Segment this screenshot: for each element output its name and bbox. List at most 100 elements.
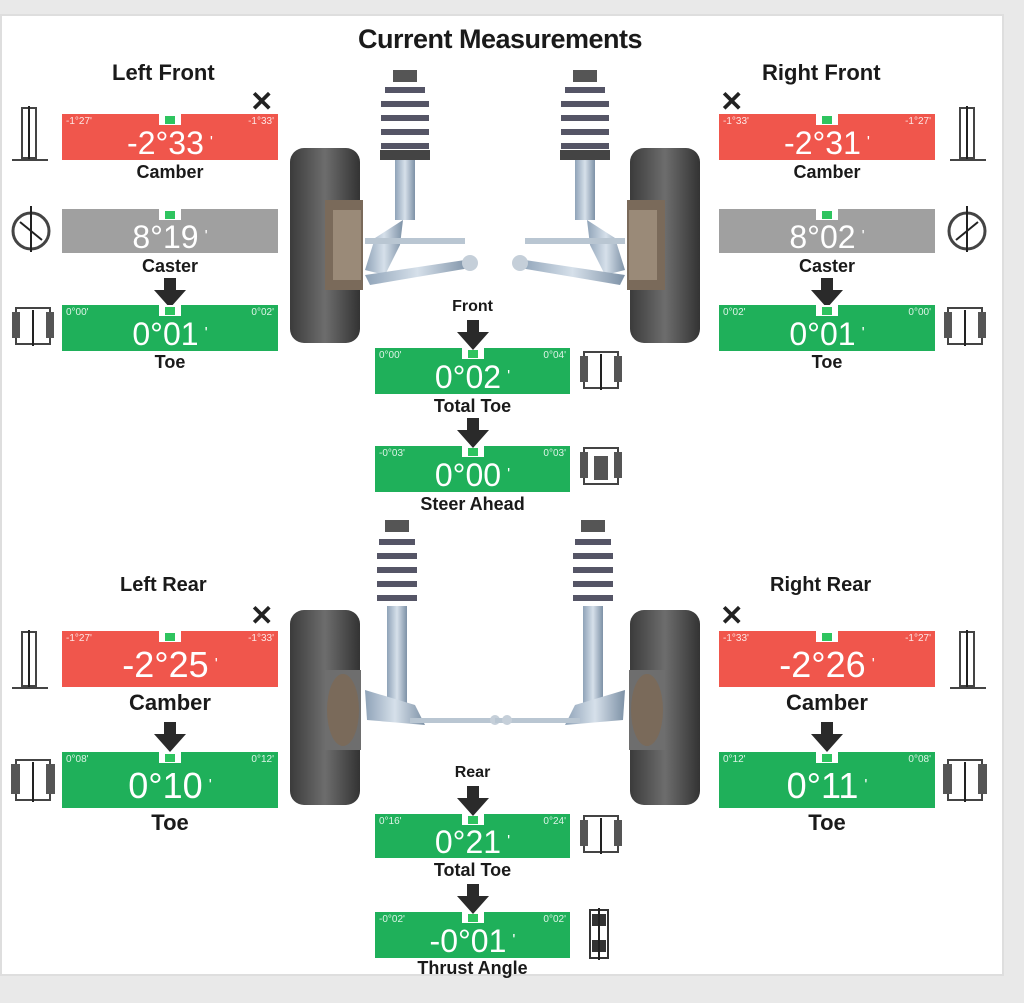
steer-ahead-icon — [580, 447, 622, 485]
lf-caster-range-notch — [159, 209, 181, 220]
lr-toe-meter: 0°08' 0°12' 0°10 ' — [62, 752, 278, 808]
rr-out-of-spec-x-icon: ✕ — [720, 600, 744, 631]
rf-toe-value: 0°01' — [719, 315, 935, 353]
rf-caster-label: Caster — [798, 256, 856, 276]
lf-caster-value: 8°19' — [62, 218, 278, 256]
lr-camber-indicator — [165, 633, 175, 641]
lr-camber-tol-right: -1°33' — [248, 633, 274, 644]
rr-toe-value: 0°11 ' — [719, 767, 935, 805]
rear-total-toe-value-text: 0°21 — [434, 824, 502, 860]
rr-toe-label: Toe — [808, 810, 846, 835]
rr-toe-unit: ' — [864, 777, 868, 794]
thrust-angle-tol-right: 0°02' — [543, 914, 566, 925]
lr-toe-icon — [11, 759, 55, 802]
lf-caster-down-arrow-icon — [154, 278, 186, 308]
rr-toe-tol-left: 0°12' — [723, 754, 746, 765]
lf-caster-indicator — [165, 211, 175, 219]
rf-caster-meter: 8°02 ' — [719, 209, 935, 256]
rf-camber-label: Camber — [793, 162, 861, 182]
lr-toe-tol-left: 0°08' — [66, 754, 89, 765]
rr-toe-tol-right: 0°08' — [908, 754, 931, 765]
rr-toe-value-text: 0°11 — [786, 765, 859, 806]
thrust-angle-range-notch — [461, 912, 484, 923]
rf-camber-meter: -1°33'-1°27'-2°31' — [719, 114, 935, 161]
thrust-angle-tol-left: -0°02' — [379, 914, 405, 925]
rr-toe-meter: 0°12' 0°08' 0°11 ' — [719, 752, 935, 808]
rr-toe-indicator — [822, 754, 832, 762]
lr-toe-unit: ' — [208, 777, 212, 794]
lf-toe-tol-left: 0°00' — [66, 307, 89, 318]
front-total-toe-range-notch — [461, 348, 484, 359]
rf-camber-tol-left: -1°33' — [723, 116, 749, 127]
steer-ahead-meter: -0°03'0°03'0°00' — [375, 446, 570, 493]
rr-camber-unit: ' — [871, 656, 875, 673]
steer-ahead-value-text: 0°00 — [434, 457, 502, 493]
lr-camber-icon — [12, 630, 48, 689]
lf-out-of-spec-x-icon: ✕ — [250, 86, 274, 117]
lf-toe-unit: ' — [204, 325, 208, 342]
lf-toe-tol-right: 0°02' — [251, 307, 274, 318]
rf-caster-unit: ' — [861, 228, 865, 245]
rf-toe-icon — [944, 307, 986, 346]
rf-toe-meter: 0°02'0°00'0°01' — [719, 305, 935, 353]
lf-toe-indicator — [165, 307, 175, 315]
front-total-toe-label: Total Toe — [433, 396, 512, 416]
lr-toe-tol-right: 0°12' — [251, 754, 274, 765]
rr-camber-value-text: -2°26 — [779, 644, 866, 685]
front-total-toe-value: 0°02' — [375, 358, 570, 396]
lr-toe-label: Toe — [151, 810, 189, 835]
rf-toe-range-notch — [816, 305, 838, 316]
rr-camber-tol-left: -1°33' — [723, 633, 749, 644]
rf-toe-unit: ' — [861, 325, 865, 342]
rf-caster-value-text: 8°02 — [789, 219, 856, 255]
thrust-angle-unit: ' — [512, 932, 516, 949]
left-front-label: Left Front — [112, 60, 215, 85]
rf-toe-label: Toe — [811, 352, 843, 372]
lr-out-of-spec-x-icon: ✕ — [250, 600, 274, 631]
rf-camber-range-notch — [816, 114, 838, 125]
rear-total-toe-header: Rear — [454, 764, 491, 781]
rf-caster-value: 8°02 ' — [719, 218, 935, 256]
front-total-toe-indicator — [467, 350, 478, 358]
lf-caster-label: Caster — [141, 256, 199, 276]
rear-total-toe-down-arrow-icon — [456, 786, 489, 816]
lf-camber-indicator — [165, 116, 175, 124]
lf-camber-tol-left: -1°27' — [66, 116, 92, 127]
thrust-angle-icon — [589, 908, 609, 960]
lr-toe-value: 0°10 ' — [62, 767, 278, 805]
steer-ahead-range-notch — [461, 446, 484, 457]
rf-caster-icon — [947, 206, 987, 252]
lr-camber-meter: -1°27'-1°33'-2°25' — [62, 631, 278, 687]
lf-toe-meter: 0°00'0°02'0°01' — [62, 305, 278, 352]
rf-camber-icon — [950, 106, 986, 161]
lr-camber-unit: ' — [214, 656, 218, 673]
lf-toe-range-notch — [159, 305, 181, 316]
lf-camber-tol-right: -1°33' — [248, 116, 274, 127]
right-rear-label: Right Rear — [770, 574, 872, 596]
lf-caster-icon — [11, 206, 51, 252]
rf-camber-value-text: -2°31 — [784, 125, 861, 161]
front-total-toe-tol-left: 0°00' — [379, 350, 402, 361]
rear-total-toe-indicator — [467, 816, 478, 824]
rr-camber-value: -2°26 ' — [719, 646, 935, 684]
rear-total-toe-unit: ' — [507, 833, 511, 850]
front-total-toe-down-arrow-icon — [456, 320, 489, 350]
lr-toe-indicator — [165, 754, 175, 762]
page-title: Current Measurements — [357, 24, 643, 54]
lf-caster-meter: 8°19' — [62, 209, 278, 256]
thrust-angle-meter: -0°02'0°02'-0°01' — [375, 912, 570, 959]
front-total-toe-icon — [580, 351, 622, 390]
rf-spring-icon — [512, 70, 625, 285]
steer-ahead-tol-left: -0°03' — [379, 448, 405, 459]
steer-ahead-label: Steer Ahead — [420, 494, 525, 514]
lf-caster-unit: ' — [204, 228, 208, 245]
rf-caster-down-arrow-icon — [811, 278, 843, 308]
lr-toe-value-text: 0°10 — [128, 765, 203, 806]
thrust-angle-down-arrow-icon — [456, 884, 489, 914]
lf-camber-unit: ' — [209, 134, 213, 151]
rr-camber-tol-right: -1°27' — [905, 633, 931, 644]
steer-ahead-indicator — [467, 448, 478, 456]
steer-ahead-unit: ' — [507, 466, 511, 483]
lf-camber-value: -2°33' — [62, 124, 278, 162]
lf-camber-label: Camber — [136, 162, 204, 182]
